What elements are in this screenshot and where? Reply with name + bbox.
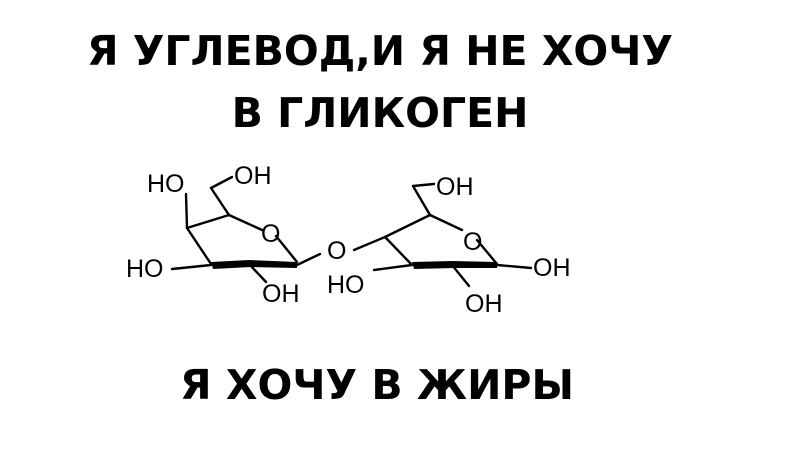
bond [209,186,231,217]
bond [383,213,432,239]
label-bridge-oxygen: O [327,237,346,265]
bond [383,235,414,267]
label-oh-bottom-left: OH [262,280,300,308]
bond [185,213,231,230]
bond [450,263,471,288]
label-oh-bottom-right: OH [465,290,503,318]
label-ho-left: HO [126,255,164,283]
bond [352,235,387,252]
bond [295,252,322,267]
molecule-bonds [170,175,533,288]
bond-bold [249,260,297,268]
caption-top-line-2: В ГЛИКОГЕН [231,89,529,137]
bond [428,213,464,232]
bond [185,226,213,266]
bond [475,238,499,266]
label-ring-oxygen-right: O [463,228,482,256]
bond-bold [412,261,454,269]
label-oh-top-right: OH [436,173,474,201]
bond [495,263,533,270]
bond-bold [452,261,497,268]
label-oh-right: OH [533,254,571,282]
bond [411,184,432,217]
bond [411,182,436,188]
caption-top-line-1: Я УГЛЕВОД,И Я НЕ ХОЧУ [86,27,674,75]
label-ho-top: HO [147,170,185,198]
bond [274,234,299,264]
label-ring-oxygen-left: O [261,220,280,248]
bond [372,263,414,272]
bond-bold [211,260,251,269]
bond [227,213,264,232]
bond [248,263,268,284]
caption-bottom-line: Я ХОЧУ В ЖИРЫ [180,361,574,409]
label-oh-top: OH [234,162,272,190]
bond [170,263,213,271]
label-ho-middle: HO [327,271,365,299]
bond [184,192,189,230]
bond [209,175,234,190]
